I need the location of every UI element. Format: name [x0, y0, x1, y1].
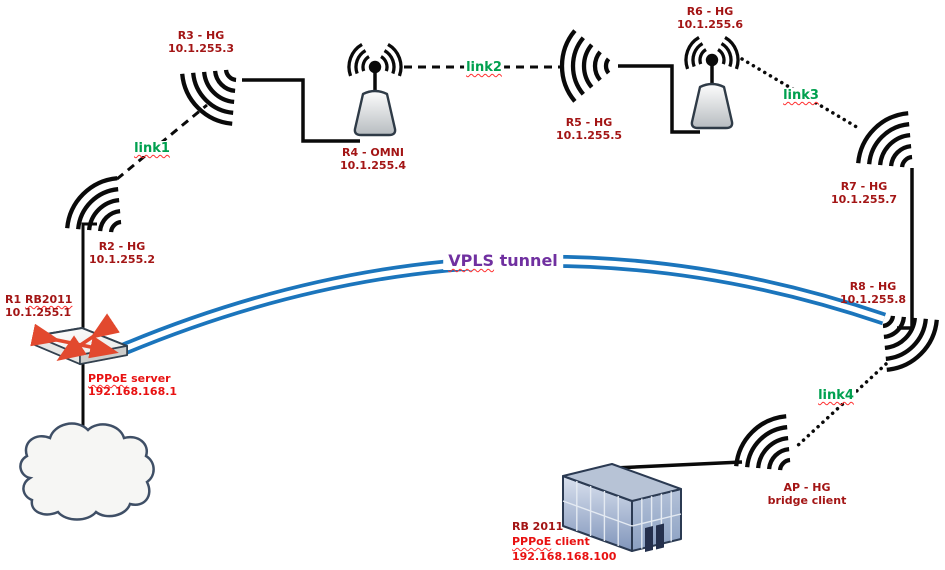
r2-label: R2 - HG 10.1.255.2	[89, 240, 155, 266]
r7-hg-antenna-icon	[849, 104, 932, 187]
link2-label: link2	[464, 60, 504, 75]
r3-r4-cable-line	[242, 78, 360, 143]
r6-ip: 10.1.255.6	[676, 18, 744, 31]
r2-name: R2 - HG	[98, 240, 146, 253]
r8-hg-antenna-icon	[863, 296, 945, 379]
r6-name: R6 - HG	[686, 5, 734, 18]
r3-name: R3 - HG	[177, 29, 225, 42]
link4-line	[793, 362, 888, 450]
ap-role: bridge client	[767, 494, 847, 507]
r5-name: R5 - HG	[565, 116, 613, 129]
r7-name: R7 - HG	[840, 180, 888, 193]
ap-building-cable-line	[613, 460, 743, 470]
link1-label: link1	[132, 141, 172, 156]
r1-service-label: PPPoE server 192.168.168.1	[88, 372, 177, 398]
r5-r6-cable-line	[618, 64, 700, 134]
r4-label: R4 - OMNI 10.1.255.4	[340, 146, 406, 172]
ap-hg-antenna-icon	[727, 407, 810, 490]
client-service: PPPoE client	[512, 535, 590, 548]
r4-ip: 10.1.255.4	[339, 159, 407, 172]
r8-label: R8 - HG 10.1.255.8	[840, 280, 906, 306]
vpls-tunnel-label: VPLS tunnel	[443, 252, 563, 270]
link4-label: link4	[816, 388, 856, 403]
ap-name: AP - HG	[783, 481, 831, 494]
ap-label: AP - HG bridge client	[768, 481, 847, 507]
r5-ip: 10.1.255.5	[555, 129, 623, 142]
vpls-tunnel-line	[121, 254, 887, 355]
r7-ip: 10.1.255.7	[830, 193, 898, 206]
client-building-icon	[562, 463, 682, 552]
client-model: RB 2011	[512, 520, 564, 533]
r3-ip: 10.1.255.3	[167, 42, 235, 55]
r6-label: R6 - HG 10.1.255.6	[677, 5, 743, 31]
r1-ip: 10.1.255.1	[5, 306, 72, 319]
client-label: RB 2011 PPPoE client 192.168.168.100	[512, 519, 616, 564]
r1-service: PPPoE server	[88, 372, 171, 385]
r5-hg-antenna-icon	[562, 31, 609, 102]
r6-omni-antenna-icon	[680, 33, 744, 130]
r3-hg-antenna-icon	[173, 50, 256, 133]
r1-label: R1 RB2011 10.1.255.1	[5, 293, 72, 319]
r4-omni-antenna-icon	[343, 40, 407, 137]
r1-router-icon	[30, 313, 128, 366]
r3-label: R3 - HG 10.1.255.3	[168, 29, 234, 55]
r8-name: R8 - HG	[849, 280, 897, 293]
r1-name: R1 RB2011	[5, 293, 73, 306]
r4-name: R4 - OMNI	[342, 146, 404, 159]
link3-label: link3	[781, 88, 821, 103]
r5-label: R5 - HG 10.1.255.5	[556, 116, 622, 142]
r2-ip: 10.1.255.2	[88, 253, 156, 266]
client-service-ip: 192.168.168.100	[512, 550, 617, 563]
r7-label: R7 - HG 10.1.255.7	[831, 180, 897, 206]
r8-ip: 10.1.255.8	[839, 293, 907, 306]
internet-cloud-icon	[19, 422, 155, 521]
r1-service-ip: 192.168.168.1	[88, 385, 178, 398]
